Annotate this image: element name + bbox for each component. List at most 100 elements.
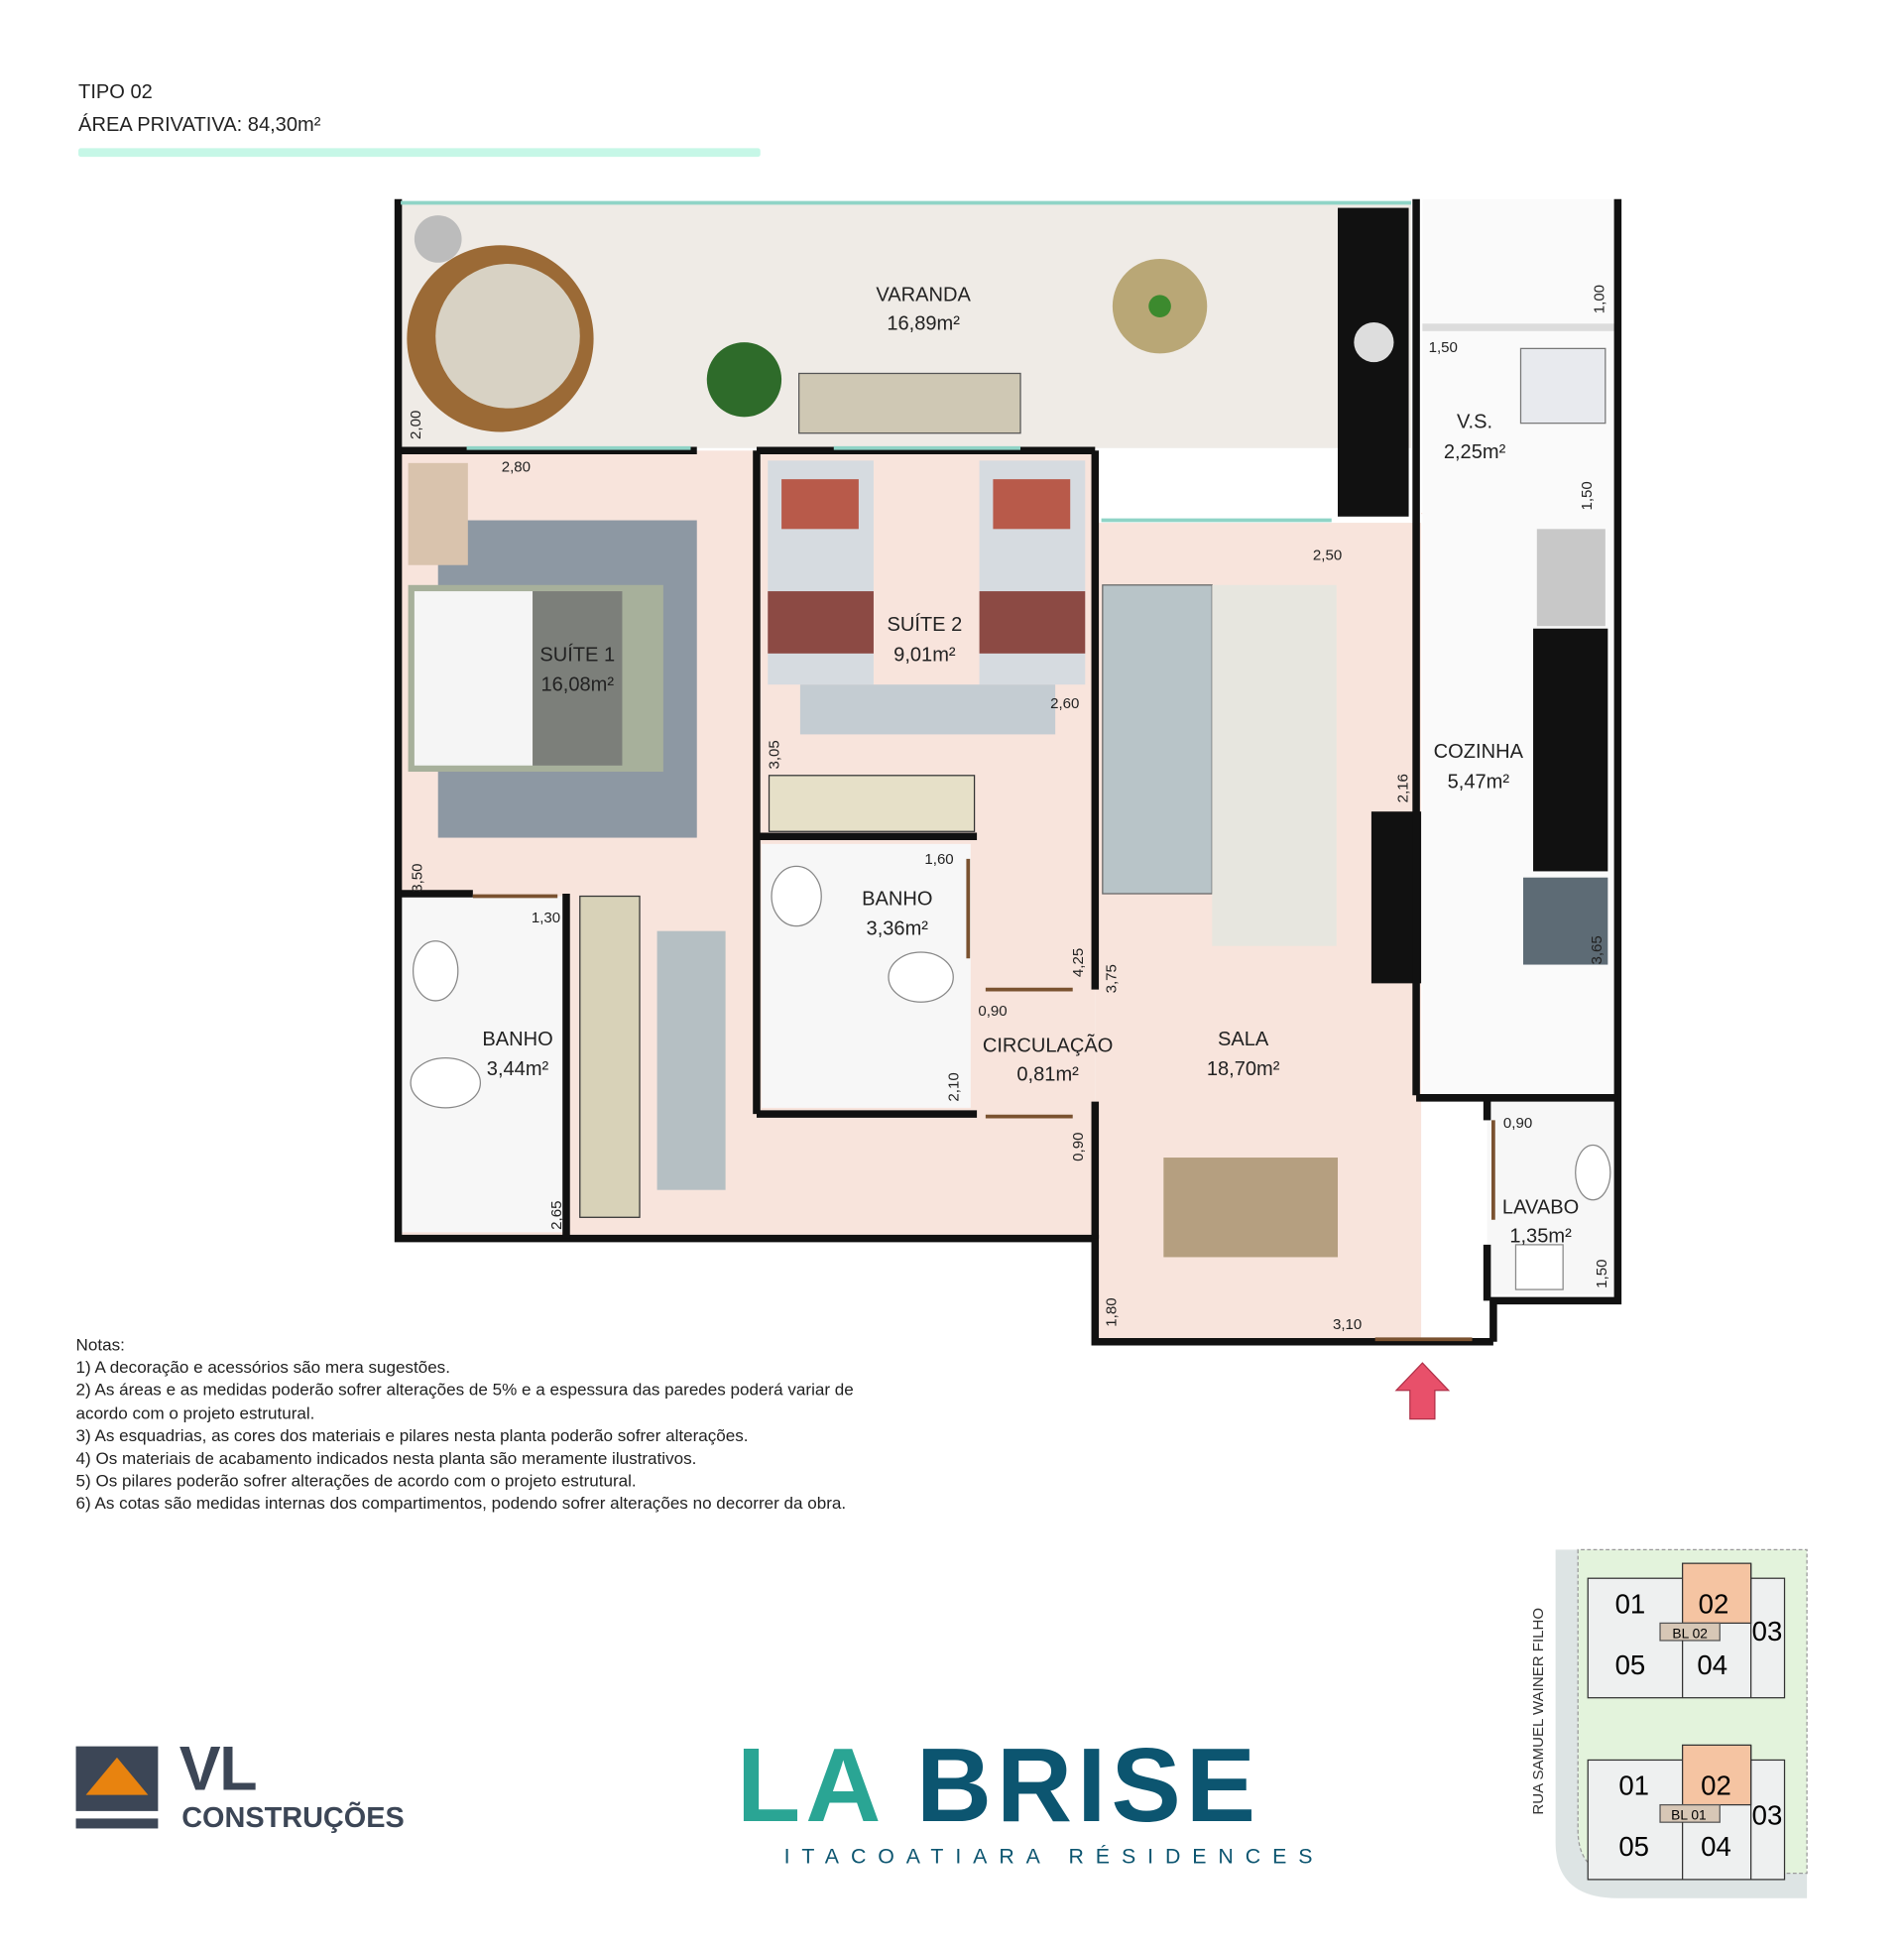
sink-icon: [1354, 322, 1394, 363]
fridge: [1522, 877, 1608, 965]
unit-label: 02: [1701, 1771, 1731, 1801]
private-area: ÁREA PRIVATIVA: 84,30m²: [78, 114, 321, 136]
vl-logo-subtext: CONSTRUÇÕES: [181, 1800, 405, 1834]
highlighted-unit: [1681, 1562, 1752, 1625]
room-name-banho2: BANHO: [862, 888, 932, 910]
note-item: 2) As áreas e as medidas poderão sofrer …: [75, 1381, 854, 1422]
barbecue-counter: [1338, 207, 1409, 517]
logo-subtitle: ITACOATIARA RÉSIDENCES: [783, 1844, 1325, 1869]
hall-closet: [579, 895, 641, 1218]
plant: [706, 342, 782, 418]
dimension-label: 1,30: [532, 910, 560, 926]
side-table: [414, 215, 462, 263]
unit-label: 02: [1699, 1588, 1729, 1619]
room-area-circulacao: 0,81m²: [1016, 1063, 1079, 1085]
room-area-varanda: 16,89m²: [887, 313, 960, 335]
triangle-icon: [85, 1757, 149, 1795]
entrance-arrow-icon: [1394, 1362, 1451, 1420]
dimension-label: 3,65: [1589, 935, 1606, 964]
dimension-label: 2,80: [502, 459, 531, 476]
walls: [394, 198, 1622, 1346]
accent-bar: [78, 148, 761, 158]
room-labels: VARANDA 16,89m² SUÍTE 1 16,08m² SUÍTE 2 …: [482, 285, 1579, 1248]
dimension-label: 2,16: [1394, 774, 1411, 802]
note-item: 5) Os pilares poderão sofrer alterações …: [75, 1471, 637, 1491]
notes: Notas: 1) A decoração e acessórios são m…: [76, 1334, 886, 1516]
unit-label: 04: [1697, 1649, 1727, 1680]
room-name-cozinha: COZINHA: [1434, 741, 1524, 763]
highlighted-unit: [1681, 1744, 1752, 1806]
room-area-lavabo: 1,35m²: [1509, 1225, 1572, 1247]
dimension-label: 0,90: [1070, 1133, 1087, 1161]
washbasin-icon: [1575, 1144, 1611, 1201]
doors: [472, 858, 1495, 1342]
hall-rug: [656, 930, 726, 1190]
dimension-label: 3,50: [409, 863, 425, 892]
block-label: BL 02: [1672, 1626, 1708, 1641]
room-area-suite2: 9,01m²: [893, 644, 956, 666]
dimension-label: 1,00: [1592, 285, 1608, 313]
dimension-label: 2,00: [408, 411, 424, 439]
block-bl01: 01 02 03 04 05 BL 01: [1587, 1744, 1786, 1881]
logo-brise: BRISE: [915, 1726, 1261, 1844]
toilet-icon: [1514, 1244, 1564, 1290]
logo-la: LA: [736, 1726, 916, 1844]
dimensions: 2,00 2,80 1,00 1,50 1,50 2,50 2,60 3,05 …: [408, 285, 1610, 1333]
dimension-label: 1,50: [1429, 339, 1458, 356]
vl-logo-text: VL: [178, 1734, 258, 1804]
toilet-icon: [410, 1057, 482, 1109]
stove: [1536, 529, 1606, 627]
dimension-label: 4,25: [1070, 948, 1087, 977]
room-area-suite1: 16,08m²: [540, 673, 614, 695]
block-bl02: 01 02 03 04 05 BL 02: [1587, 1562, 1786, 1699]
unit-label: 03: [1752, 1800, 1783, 1831]
dimension-label: 0,90: [1503, 1115, 1532, 1132]
washbasin-icon: [771, 865, 822, 927]
dimension-label: 0,90: [978, 1003, 1007, 1020]
room-area-sala: 18,70m²: [1207, 1058, 1280, 1080]
dimension-label: 1,80: [1104, 1297, 1121, 1326]
key-plan: RUA SAMUEL WAINER FILHO 01 02 03 04 05 B…: [1530, 1548, 1808, 1898]
notes-title: Notas:: [75, 1335, 125, 1355]
desk: [408, 462, 468, 565]
unit-type: TIPO 02: [78, 81, 153, 104]
dimension-label: 1,50: [1579, 481, 1596, 510]
room-area-cozinha: 5,47m²: [1448, 771, 1510, 793]
sofa: [1102, 584, 1213, 895]
dimension-label: 2,10: [945, 1072, 962, 1101]
dimension-label: 3,10: [1333, 1316, 1362, 1333]
room-name-suite2: SUÍTE 2: [887, 613, 962, 636]
room-name-varanda: VARANDA: [876, 285, 971, 306]
dimension-label: 1,50: [1594, 1260, 1610, 1288]
unit-label: 05: [1615, 1649, 1646, 1680]
windows: [401, 200, 1412, 523]
room-name-circulacao: CIRCULAÇÃO: [983, 1033, 1114, 1056]
dimension-label: 2,50: [1313, 548, 1342, 564]
room-name-sala: SALA: [1218, 1029, 1269, 1050]
unit-label: 04: [1701, 1831, 1731, 1862]
wardrobe: [768, 775, 976, 832]
washing-machine: [1519, 347, 1606, 425]
room-name-vs: V.S.: [1457, 412, 1492, 433]
kitchen-counter: [1533, 628, 1608, 872]
bench: [798, 372, 1021, 434]
unit-label: 01: [1618, 1771, 1649, 1801]
room-name-lavabo: LAVABO: [1502, 1197, 1579, 1219]
unit-label: 05: [1618, 1831, 1649, 1862]
room-name-suite1: SUÍTE 1: [539, 643, 615, 666]
dimension-label: 1,60: [924, 851, 953, 868]
room-name-banho1: BANHO: [482, 1029, 552, 1050]
note-item: 6) As cotas são medidas internas dos com…: [75, 1494, 847, 1514]
toilet-icon: [888, 951, 954, 1003]
dimension-label: 3,05: [767, 740, 783, 769]
dimension-label: 3,75: [1104, 964, 1121, 993]
living-rug: [1212, 584, 1337, 946]
unit-label: 01: [1615, 1588, 1646, 1619]
dining-table: [1163, 1158, 1339, 1258]
note-item: 4) Os materiais de acabamento indicados …: [75, 1448, 697, 1468]
washbasin-icon: [412, 940, 459, 1002]
dimension-label: 2,60: [1050, 695, 1079, 712]
vs-partition: [1422, 323, 1615, 331]
